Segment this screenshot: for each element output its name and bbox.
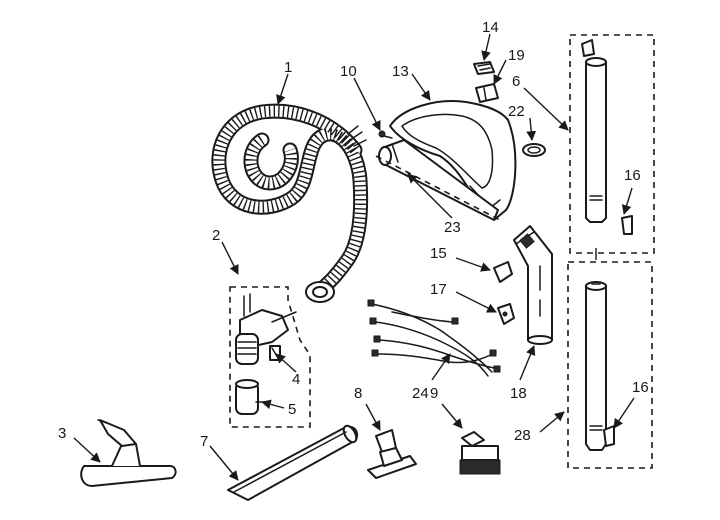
latch-part-15 [493,261,513,283]
callout-9: 9 [430,385,438,402]
switch-housing-part-19 [475,83,499,103]
floor-tool-part-3 [80,419,177,487]
callout-3: 3 [58,425,66,442]
wiring-harness-part-24 [367,299,501,377]
upholstery-tool-part-8 [367,429,417,479]
callout-16-lower: 16 [632,379,649,396]
crevice-tool-part-7 [227,424,358,501]
o-ring-part-22 [522,143,546,157]
callout-22: 22 [508,103,525,120]
elbow-wand-part-18 [513,225,553,345]
hose-part-1 [211,103,369,303]
handle-part-13 [375,100,517,221]
dusting-brush-part-9 [459,431,501,475]
callout-1: 1 [284,59,292,76]
callout-23: 23 [444,219,461,236]
leader-lines [73,33,635,481]
callout-6: 6 [512,73,520,90]
upper-wand-part-6 [569,34,655,254]
switch-part-14 [473,61,495,75]
callout-13: 13 [392,63,409,80]
hose-swivel-assembly-part-2 [229,286,311,428]
callout-24: 24 [412,385,429,402]
callout-2: 2 [212,227,220,244]
callout-17: 17 [430,281,447,298]
callout-7: 7 [200,433,208,450]
lower-wand-part-28 [567,261,653,469]
callout-14: 14 [482,19,499,36]
callout-19: 19 [508,47,525,64]
screw-part-10 [378,130,393,139]
callout-labels: 1 10 13 14 19 6 22 23 16 2 15 17 4 5 24 … [58,19,649,450]
callout-4: 4 [292,371,300,388]
callout-18: 18 [510,385,527,402]
callout-16-upper: 16 [624,167,641,184]
clip-part-17 [497,303,515,325]
callout-28: 28 [514,427,531,444]
callout-15: 15 [430,245,447,262]
callout-8: 8 [354,385,362,402]
callout-10: 10 [340,63,357,80]
callout-5: 5 [288,401,296,418]
